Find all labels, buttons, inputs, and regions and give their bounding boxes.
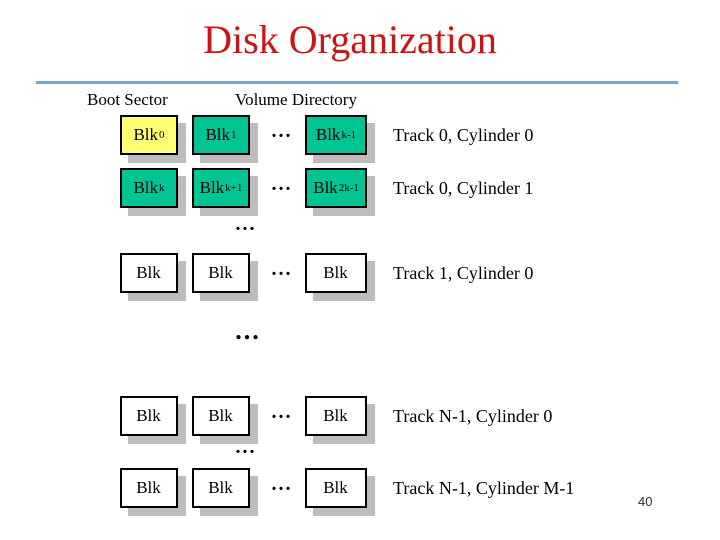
volume-directory-label: Volume Directory (235, 90, 357, 109)
data-block: Blk (305, 468, 367, 508)
block-label: Blk (133, 178, 159, 197)
block-label: Blk (208, 406, 233, 425)
cylinder-separator-ellipsis: ... (235, 316, 261, 345)
data-block: Blk (305, 396, 367, 436)
track-row-3: Blk Blk ... Blk Track N-1, Cylinder 0 (0, 396, 720, 436)
block-label: Blk (313, 178, 338, 197)
block-label: Blk (208, 263, 233, 282)
data-block: Blk (120, 253, 178, 293)
row-ellipsis: ... (271, 173, 293, 195)
block-label: Blk (315, 125, 341, 144)
track-label: Track 1, Cylinder 0 (393, 263, 534, 283)
data-block: Blk (192, 468, 250, 508)
track-row-4: Blk Blk ... Blk Track N-1, Cylinder M-1 (0, 468, 720, 508)
track-label: Track N-1, Cylinder M-1 (393, 478, 575, 498)
block-label: Blk (133, 125, 159, 144)
data-block: Blk (120, 396, 178, 436)
block-label: Blk (323, 263, 348, 282)
row-ellipsis: ... (271, 473, 293, 495)
data-block: Blk (305, 253, 367, 293)
row-ellipsis: ... (271, 258, 293, 280)
block-label: Blk (205, 125, 231, 144)
track-label: Track 0, Cylinder 0 (393, 125, 534, 145)
data-block: Blk (192, 253, 250, 293)
slide-title: Disk Organization (203, 17, 497, 62)
track-label: Track 0, Cylinder 1 (393, 178, 534, 198)
block-label: Blk (136, 478, 161, 497)
row-separator-ellipsis: ... (235, 436, 257, 458)
row-separator-ellipsis: ... (235, 213, 257, 235)
block-label: Blk (208, 478, 233, 497)
boot-sector-label: Boot Sector (87, 90, 168, 109)
data-block: Blk (192, 396, 250, 436)
page-number: 40 (638, 494, 653, 509)
block-label: Blk (323, 478, 348, 497)
track-label: Track N-1, Cylinder 0 (393, 406, 553, 426)
row-ellipsis: ... (271, 401, 293, 423)
title-divider-line (36, 81, 678, 84)
row-ellipsis: ... (271, 120, 293, 142)
track-row-2: Blk Blk ... Blk Track 1, Cylinder 0 (0, 253, 720, 293)
block-label: Blk (199, 178, 225, 197)
block-label: Blk (136, 263, 161, 282)
block-label: Blk (323, 406, 348, 425)
block-label: Blk (136, 406, 161, 425)
data-block: Blk (120, 468, 178, 508)
